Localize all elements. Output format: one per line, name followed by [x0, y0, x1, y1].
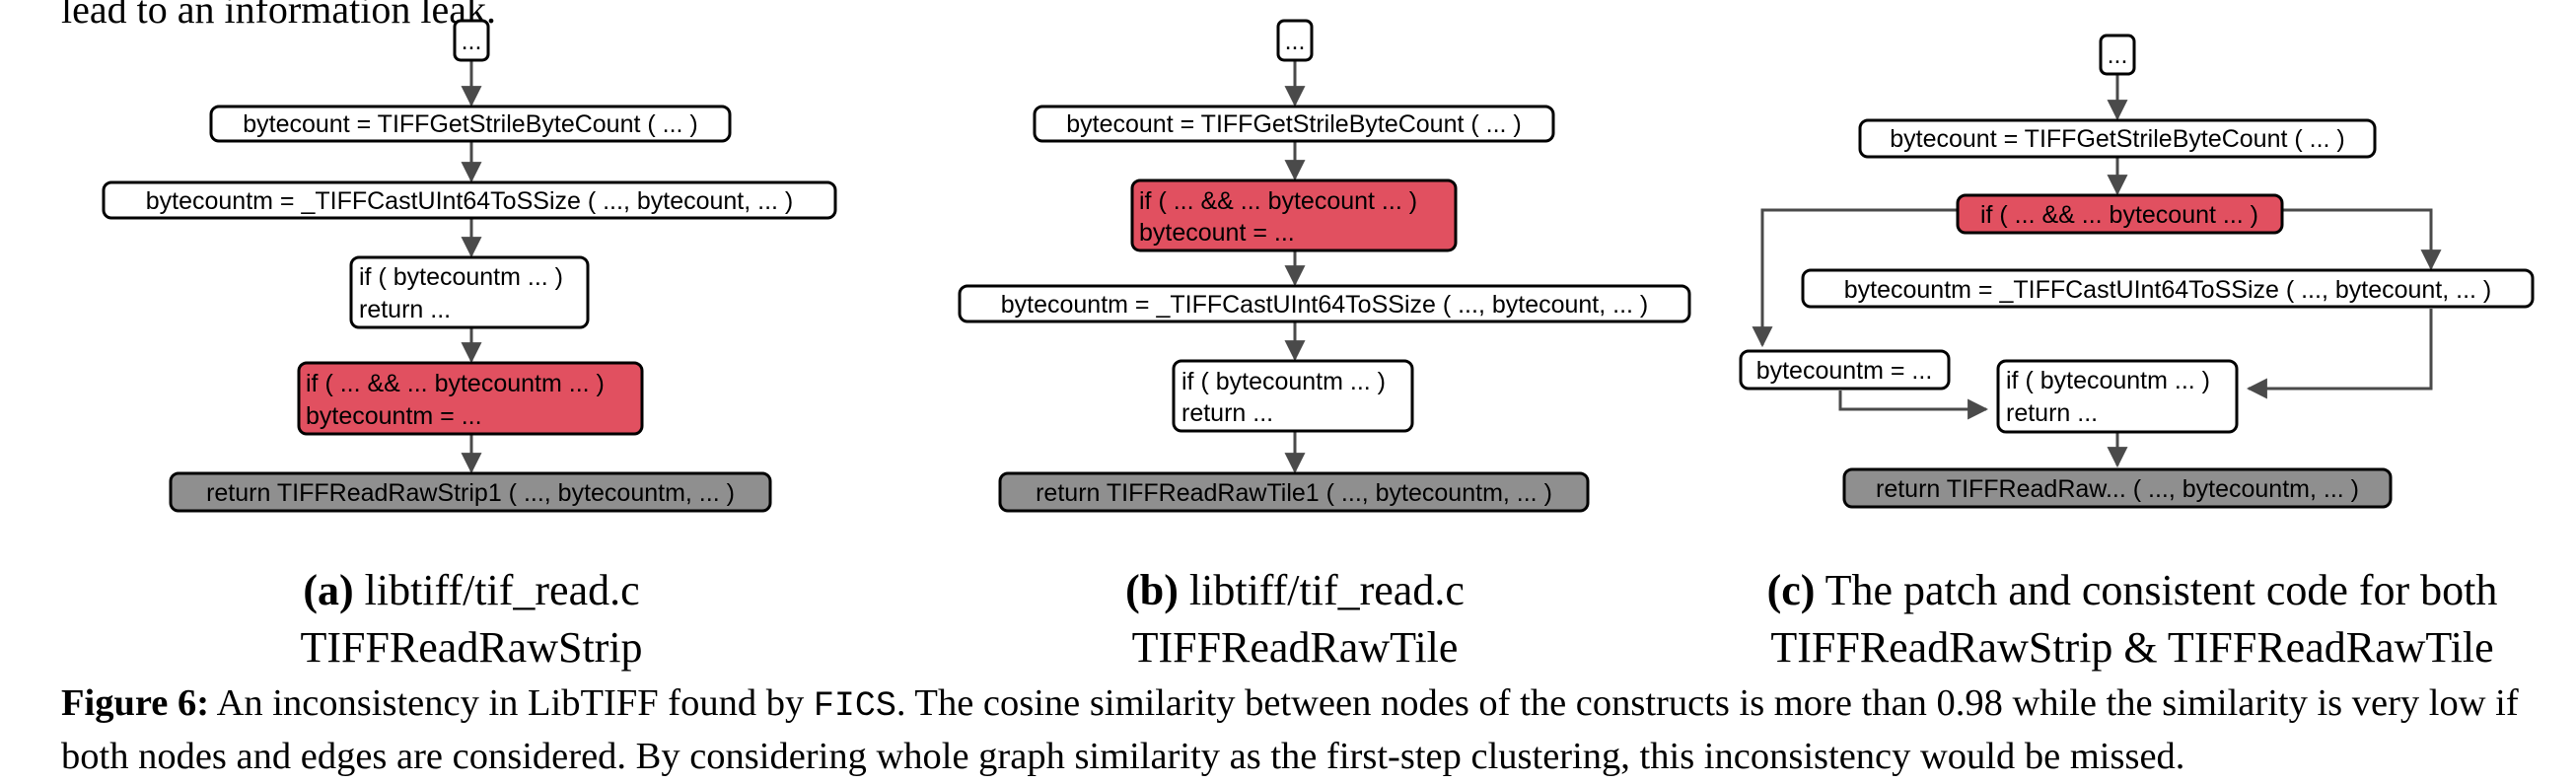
panel-b-caption-file: libtiff/tif_read.c [1188, 566, 1465, 614]
panel-c-caption-line1: The patch and consistent code for both [1825, 566, 2498, 614]
panel-c-assign-label: bytecountm = ... [1756, 357, 1933, 385]
panel-b-return-label: return TIFFReadRawTile1 ( ..., bytecount… [1036, 479, 1552, 507]
panel-a-cast-node: bytecountm = _TIFFCastUInt64ToSSize ( ..… [102, 180, 837, 220]
panel-c-start-label: ... [2108, 41, 2128, 69]
panel-c-check-line2: return ... [2006, 399, 2098, 427]
panel-b-inconsistent-line1: if ( ... && ... bytecount ... ) [1139, 187, 1417, 215]
panel-a-return-node: return TIFFReadRawStrip1 ( ..., bytecoun… [169, 471, 772, 513]
panel-b-caption: (b) libtiff/tif_read.c TIFFReadRawTile [851, 562, 1739, 676]
panel-b-check-node: if ( bytecountm ... ) return ... [1172, 359, 1414, 433]
panel-c-check-node: if ( bytecountm ... ) return ... [1996, 359, 2239, 434]
panel-b-get-bytecount-node: bytecount = TIFFGetStrileByteCount ( ...… [1033, 105, 1555, 143]
panel-a-return-label: return TIFFReadRawStrip1 ( ..., bytecoun… [206, 479, 735, 507]
panel-c-caption-letter: (c) [1766, 566, 1816, 614]
panel-b-start-label: ... [1285, 28, 1306, 55]
panel-b-caption-function: TIFFReadRawTile [1131, 623, 1459, 672]
panel-a-inconsistent-line2: bytecountm = ... [306, 402, 482, 430]
panel-a-get-bytecount-label: bytecount = TIFFGetStrileByteCount ( ...… [243, 110, 698, 138]
panel-b-check-line1: if ( bytecountm ... ) [1181, 368, 1386, 395]
panel-b-check-line2: return ... [1181, 399, 1273, 427]
figure-diagrams: ... bytecount = TIFFGetStrileByteCount (… [102, 19, 2535, 513]
panel-c-cast-node: bytecountm = _TIFFCastUInt64ToSSize ( ..… [1801, 268, 2535, 309]
panel-a-caption-file: libtiff/tif_read.c [364, 566, 640, 614]
figure-caption: Figure 6: An inconsistency in LibTIFF fo… [61, 678, 2566, 782]
panel-b-start-node: ... [1276, 19, 1314, 62]
panel-b-caption-letter: (b) [1125, 566, 1179, 614]
panel-a-graph: ... bytecount = TIFFGetStrileByteCount (… [102, 19, 837, 513]
figure-label: Figure 6: [61, 682, 210, 724]
panel-b-graph: ... bytecount = TIFFGetStrileByteCount (… [958, 19, 1691, 513]
panel-c-caption: (c) The patch and consistent code for bo… [1688, 562, 2576, 676]
panel-a-start-node: ... [453, 19, 490, 62]
panel-b-return-node: return TIFFReadRawTile1 ( ..., bytecount… [998, 471, 1590, 513]
panel-a-cast-label: bytecountm = _TIFFCastUInt64ToSSize ( ..… [146, 187, 794, 215]
panel-b-inconsistent-line2: bytecount = ... [1139, 219, 1295, 247]
panel-c-check-line1: if ( bytecountm ... ) [2006, 367, 2210, 394]
panel-b-cast-node: bytecountm = _TIFFCastUInt64ToSSize ( ..… [958, 284, 1691, 323]
panel-c-get-bytecount-label: bytecount = TIFFGetStrileByteCount ( ...… [1890, 125, 2345, 153]
panel-c-patch-label: if ( ... && ... bytecount ... ) [1980, 201, 2258, 229]
panel-a-check-node: if ( bytecountm ... ) return ... [349, 255, 590, 329]
panel-a-inconsistent-line1: if ( ... && ... bytecountm ... ) [306, 370, 605, 397]
panel-c-caption-line2: TIFFReadRawStrip & TIFFReadRawTile [1770, 623, 2494, 672]
panel-b-cast-label: bytecountm = _TIFFCastUInt64ToSSize ( ..… [1001, 291, 1649, 319]
panel-a-inconsistent-node: if ( ... && ... bytecountm ... ) bytecou… [297, 361, 644, 436]
panel-b-inconsistent-node: if ( ... && ... bytecount ... ) bytecoun… [1130, 178, 1458, 252]
panel-c-patch-node: if ( ... && ... bytecount ... ) [1956, 193, 2284, 235]
figure-caption-part1: An inconsistency in LibTIFF found by [216, 682, 805, 724]
panel-c-get-bytecount-node: bytecount = TIFFGetStrileByteCount ( ...… [1858, 118, 2377, 159]
panel-a-check-line2: return ... [359, 296, 451, 323]
panel-a-get-bytecount-node: bytecount = TIFFGetStrileByteCount ( ...… [209, 105, 732, 143]
figure-caption-part2: . The cosine similarity between nodes of… [61, 682, 2519, 777]
panel-b-get-bytecount-label: bytecount = TIFFGetStrileByteCount ( ...… [1066, 110, 1522, 138]
panel-c-return-node: return TIFFReadRaw... ( ..., bytecountm,… [1842, 467, 2393, 509]
panel-a-caption: (a) libtiff/tif_read.c TIFFReadRawStrip [28, 562, 915, 676]
panel-a-start-label: ... [462, 28, 482, 55]
panel-c-start-node: ... [2099, 34, 2136, 76]
preceding-body-text: lead to an information leak. [61, 0, 496, 32]
figure-caption-tool: FICS [813, 686, 896, 726]
panel-a-check-line1: if ( bytecountm ... ) [359, 263, 563, 291]
panel-a-caption-function: TIFFReadRawStrip [300, 623, 643, 672]
panel-c-assign-node: bytecountm = ... [1739, 349, 1951, 391]
panel-c-graph: ... bytecount = TIFFGetStrileByteCount (… [1739, 34, 2535, 509]
panel-a-caption-letter: (a) [303, 566, 354, 614]
panel-c-edges [1752, 74, 2442, 468]
panel-c-return-label: return TIFFReadRaw... ( ..., bytecountm,… [1876, 475, 2359, 503]
panel-c-cast-label: bytecountm = _TIFFCastUInt64ToSSize ( ..… [1844, 276, 2492, 304]
